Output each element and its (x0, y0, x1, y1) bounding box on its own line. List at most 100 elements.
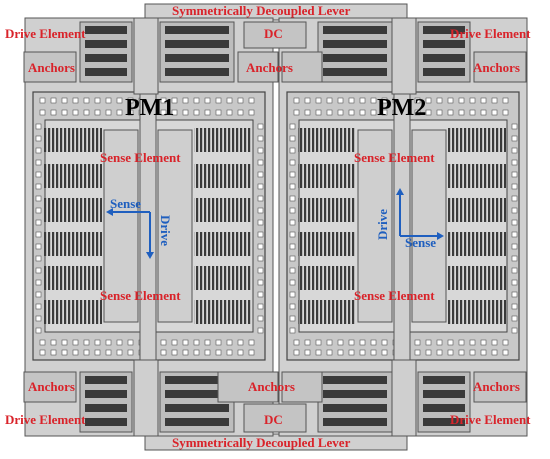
etch-hole (248, 339, 255, 346)
etch-hole (293, 97, 300, 104)
anchor-blocks (23, 51, 527, 403)
etch-hole (304, 339, 311, 346)
pm2-center-spine (393, 91, 411, 361)
etch-hole (458, 349, 465, 356)
etch-hole (425, 97, 432, 104)
etch-hole (182, 339, 189, 346)
label-sense-element-pm2-bottom: Sense Element (354, 288, 435, 303)
etch-hole (215, 109, 222, 116)
etch-hole (257, 159, 264, 166)
etch-hole (502, 349, 509, 356)
etch-hole (61, 339, 68, 346)
etch-hole (289, 267, 296, 274)
etch-hole (257, 255, 264, 262)
etch-hole (50, 109, 57, 116)
etch-hole (511, 183, 518, 190)
label-anchors-br: Anchors (473, 379, 520, 394)
etch-hole (72, 349, 79, 356)
label-dc-bottom: DC (264, 412, 283, 427)
pm1-motion-arrows (106, 208, 154, 259)
etch-hole (511, 135, 518, 142)
etch-hole (348, 109, 355, 116)
etch-hole (72, 339, 79, 346)
label-pm1: PM1 (125, 95, 175, 121)
etch-hole (116, 97, 123, 104)
etch-hole (116, 349, 123, 356)
etch-hole (304, 349, 311, 356)
etch-hole (257, 135, 264, 142)
etch-hole (257, 267, 264, 274)
etch-hole (289, 327, 296, 334)
etch-hole (204, 339, 211, 346)
etch-hole (502, 339, 509, 346)
etch-hole (116, 339, 123, 346)
etch-hole (289, 303, 296, 310)
label-anchors-tl: Anchors (28, 60, 75, 75)
etch-hole (436, 109, 443, 116)
etch-hole (182, 109, 189, 116)
label-drive-element-tl: Drive Element (5, 26, 86, 41)
etch-hole (337, 97, 344, 104)
etch-hole (491, 97, 498, 104)
etch-hole (257, 195, 264, 202)
etch-hole (348, 349, 355, 356)
etch-hole (248, 97, 255, 104)
etch-hole (257, 243, 264, 250)
etch-hole (83, 349, 90, 356)
etch-hole (414, 349, 421, 356)
etch-hole (35, 255, 42, 262)
etch-hole (127, 97, 134, 104)
etch-hole (511, 279, 518, 286)
etch-hole (289, 207, 296, 214)
etch-hole (480, 349, 487, 356)
etch-hole (289, 171, 296, 178)
etch-hole (257, 183, 264, 190)
etch-hole (35, 327, 42, 334)
label-anchors-tc: Anchors (246, 60, 293, 75)
etch-hole (72, 97, 79, 104)
etch-hole (289, 135, 296, 142)
etch-hole (337, 109, 344, 116)
etch-hole (160, 339, 167, 346)
etch-hole (326, 339, 333, 346)
etch-hole (511, 267, 518, 274)
label-drive-element-br: Drive Element (450, 412, 531, 427)
etch-hole (511, 255, 518, 262)
pm2-sense-text: Sense (405, 235, 436, 250)
etch-hole (480, 109, 487, 116)
etch-hole (469, 109, 476, 116)
etch-hole (72, 109, 79, 116)
etch-hole (458, 109, 465, 116)
label-anchors-tr: Anchors (473, 60, 520, 75)
etch-hole (35, 135, 42, 142)
etch-hole (289, 315, 296, 322)
etch-hole (511, 207, 518, 214)
etch-hole (315, 339, 322, 346)
pm1-sense-text: Sense (110, 196, 141, 211)
etch-hole (171, 349, 178, 356)
etch-hole (511, 231, 518, 238)
etch-hole (359, 349, 366, 356)
etch-hole (105, 349, 112, 356)
etch-hole (237, 97, 244, 104)
etch-hole (511, 303, 518, 310)
etch-hole (35, 219, 42, 226)
etch-hole (469, 339, 476, 346)
etch-hole (414, 339, 421, 346)
etch-hole (226, 349, 233, 356)
etch-hole (425, 349, 432, 356)
etch-hole (35, 267, 42, 274)
etch-hole (359, 109, 366, 116)
top-lever-bar (144, 3, 408, 21)
etch-hole (370, 339, 377, 346)
etch-hole (337, 339, 344, 346)
etch-hole (35, 195, 42, 202)
etch-hole (289, 159, 296, 166)
etch-hole (257, 207, 264, 214)
etch-hole (94, 349, 101, 356)
etch-hole (61, 349, 68, 356)
etch-hole (511, 291, 518, 298)
etch-hole (39, 97, 46, 104)
bottom-center-spine (133, 359, 159, 437)
etch-hole (237, 349, 244, 356)
